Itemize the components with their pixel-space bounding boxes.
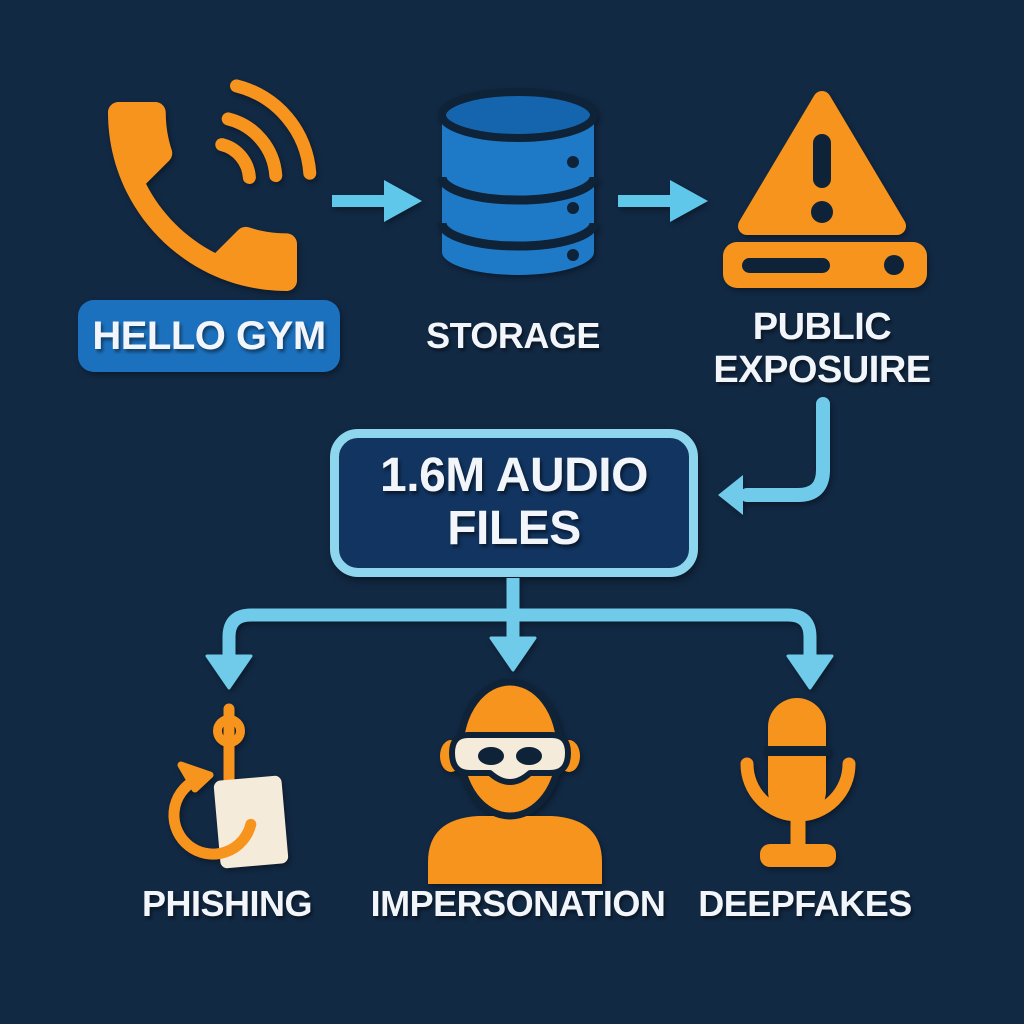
source-label-badge: HELLO GYM [78,300,340,372]
curved-arrow-icon [718,397,830,515]
shoulders [428,816,602,884]
storage-label: STORAGE [426,315,600,356]
mask [449,732,571,785]
audio-files-line2: FILES [447,502,581,555]
branch-arrows-icon [205,578,834,690]
exposure-label: PUBLIC EXPOSUIRE [713,306,931,391]
fishing-hook-icon [168,703,289,869]
phone-icon [108,79,317,291]
source-label: HELLO GYM [92,313,326,358]
arrow-right-icon [332,180,422,222]
warning-icon [723,91,927,288]
sound-waves-icon [215,79,317,184]
audio-files-line1: 1.6M AUDIO [380,449,648,503]
masked-person-icon [428,678,602,884]
exposure-label-line1: PUBLIC [752,306,892,348]
arrow-right-icon [618,180,708,222]
risk-label-deepfakes: DEEPFAKES [698,883,912,924]
risk-label-phishing: PHISHING [141,883,313,924]
audio-files-box: 1.6M AUDIO FILES [330,429,698,577]
microphone-icon [740,698,856,867]
exposure-label-line2: EXPOSUIRE [713,348,931,391]
risk-label-impersonation: IMPERSONATION [370,883,666,924]
database-icon [437,88,599,275]
